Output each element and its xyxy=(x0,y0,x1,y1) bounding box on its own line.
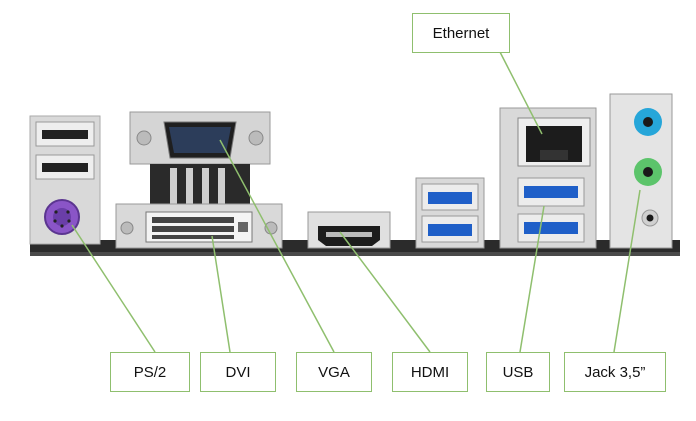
leader-lines xyxy=(71,51,641,353)
leader-line-vga xyxy=(219,139,335,353)
audio-jacks xyxy=(609,93,673,249)
callout-dvi-text: DVI xyxy=(225,363,251,381)
callout-vga: VGA xyxy=(296,352,372,392)
callout-ethernet-text: Ethernet xyxy=(432,24,490,42)
hdmi-port xyxy=(307,211,391,249)
ethernet-usb-stack xyxy=(499,107,597,249)
leader-line-ethernet xyxy=(499,51,543,135)
callout-ethernet: Ethernet xyxy=(412,13,510,53)
callout-hdmi: HDMI xyxy=(392,352,468,392)
leader-line-hdmi xyxy=(339,231,431,353)
vga-port xyxy=(129,111,271,206)
callout-hdmi-text: HDMI xyxy=(410,363,450,381)
callout-usb-text: USB xyxy=(502,363,534,381)
callout-jack: Jack 3,5” xyxy=(564,352,666,392)
callout-jack-text: Jack 3,5” xyxy=(584,363,646,381)
leader-line-usb xyxy=(519,205,545,353)
callout-ps2-text: PS/2 xyxy=(133,363,167,381)
dvi-port xyxy=(115,203,283,249)
callout-ps2: PS/2 xyxy=(110,352,190,392)
usb3-stack-middle xyxy=(415,177,485,249)
leader-line-jack xyxy=(613,189,641,353)
legacy-usb-ps2-stack xyxy=(29,115,101,245)
callout-usb: USB xyxy=(486,352,550,392)
callout-dvi: DVI xyxy=(200,352,276,392)
callout-vga-text: VGA xyxy=(318,363,350,381)
leader-line-ps2 xyxy=(71,224,156,353)
leader-line-dvi xyxy=(211,235,231,353)
